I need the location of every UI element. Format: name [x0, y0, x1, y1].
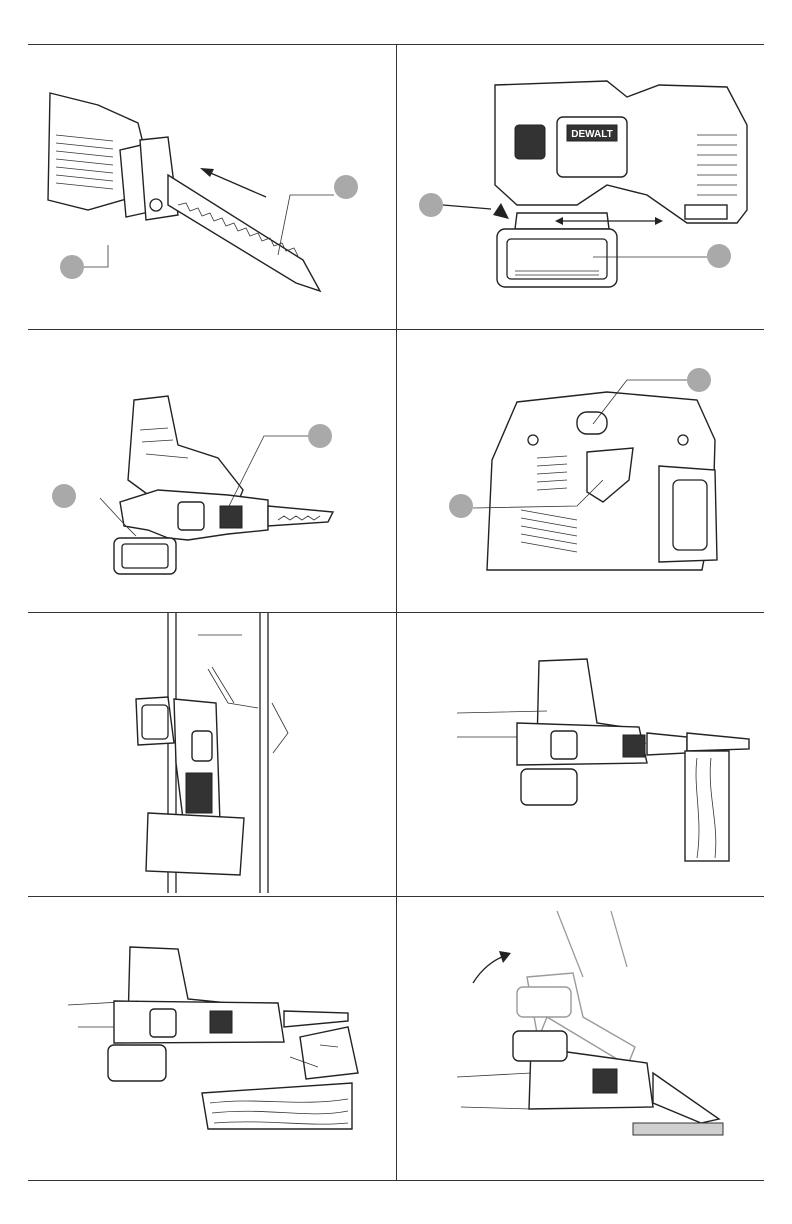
- callout-c1: [52, 484, 76, 508]
- callout-d1: [687, 368, 711, 392]
- figure-cut-in-vise: [28, 897, 396, 1180]
- callout-c2: [308, 424, 332, 448]
- figure-grip-trigger: [28, 330, 396, 612]
- brand-logo: DEWALT: [571, 129, 612, 140]
- figure-battery-attach: DEWALT: [397, 45, 765, 329]
- figure-blade-insertion: [28, 45, 396, 329]
- figure-plunge-cut: [397, 897, 765, 1180]
- callout-d2: [449, 494, 473, 518]
- figure-vertical-cut: [28, 613, 396, 896]
- callout-a2: [334, 175, 358, 199]
- callout-b1: [419, 193, 443, 217]
- callout-b2: [707, 244, 731, 268]
- callout-a1: [60, 255, 84, 279]
- figure-cut-on-post: [397, 613, 765, 896]
- figure-trigger-closeup: [397, 330, 765, 612]
